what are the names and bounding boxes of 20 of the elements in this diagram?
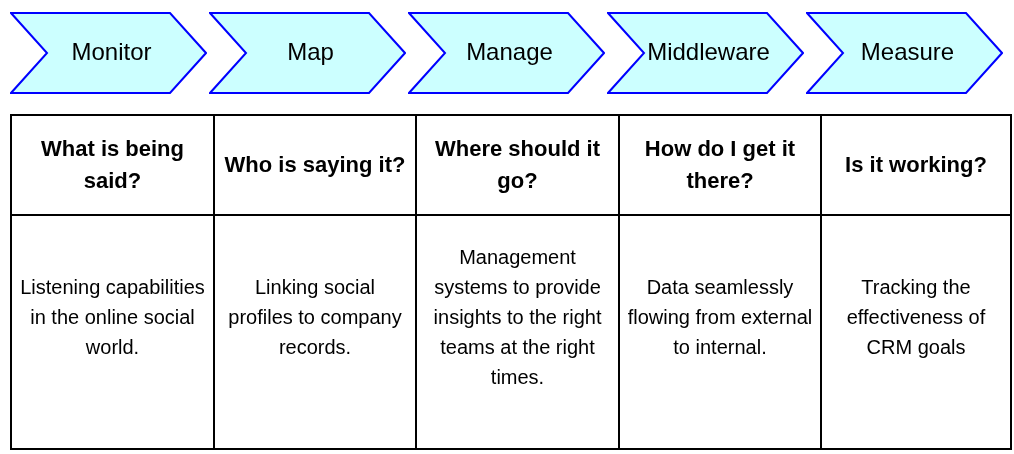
step-label: Monitor — [70, 37, 153, 67]
step-label: Manage — [465, 37, 554, 67]
step-label: Map — [286, 37, 335, 67]
step-label: Measure — [859, 37, 956, 67]
step-label: Middleware — [646, 37, 771, 67]
process-step — [607, 12, 804, 94]
column-heading: Where should it go? — [416, 115, 619, 215]
column-heading: Is it working? — [821, 115, 1011, 215]
column-heading: How do I get it there? — [619, 115, 821, 215]
column-heading: What is being said? — [11, 115, 214, 215]
process-step — [408, 12, 605, 94]
description-text: Linking social profiles to company records. — [214, 215, 416, 449]
process-step — [10, 12, 207, 94]
description-text: Tracking the effectiveness of CRM goals — [821, 215, 1011, 449]
description-text: Listening capabilities in the online social world. — [11, 215, 214, 449]
process-step — [806, 12, 1003, 94]
column-heading: Who is saying it? — [214, 115, 416, 215]
process-step — [209, 12, 406, 94]
description-text: Management systems to provide insights to the right teams at the right times. — [416, 215, 619, 449]
description-text: Data seamlessly flowing from external to internal. — [619, 215, 821, 449]
